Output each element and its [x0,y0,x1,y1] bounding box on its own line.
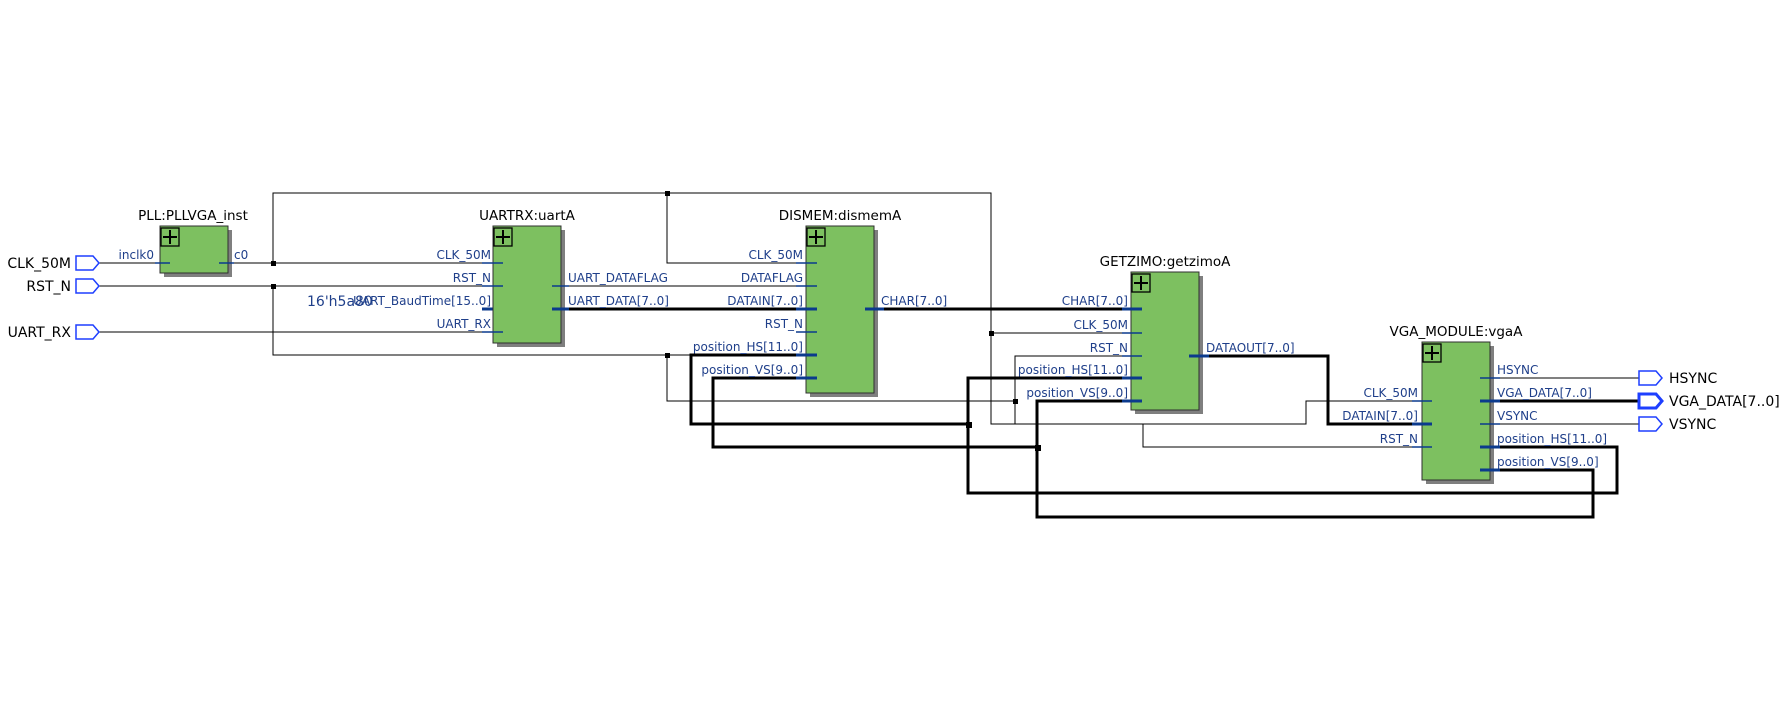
output-port-label: VSYNC [1669,417,1716,433]
input-port-rst-n: RST_N [26,278,100,295]
port-dataflag: UART_DATAFLAG [568,271,668,285]
plus-icon [496,230,510,244]
port-vga-data: VGA_DATA[7..0] [1497,386,1592,400]
port-position-hs: position_HS[11..0] [1497,432,1607,446]
port-baud: UART_BaudTime[15..0] [353,294,491,308]
port-dataout: DATAOUT[7..0] [1206,341,1295,355]
module-title: PLL:PLLVGA_inst [138,208,248,224]
output-port-label: VGA_DATA[7..0] [1669,394,1779,410]
port-inclk0: inclk0 [119,248,154,262]
module-title: GETZIMO:getzimoA [1100,254,1231,270]
port-char: CHAR[7..0] [881,294,947,308]
input-port-clk-50m: CLK_50M [7,255,100,272]
module-dismem[interactable]: DISMEM:dismemA CLK_50M DATAFLAG DATAIN[7… [693,208,947,397]
port-clk: CLK_50M [1073,318,1128,332]
constant-value: 16'h5a80 [307,294,373,310]
module-title: DISMEM:dismemA [779,208,902,224]
port-clk: CLK_50M [1363,386,1418,400]
bus-position-hs [689,353,1619,495]
bus-position-vs [711,376,1595,519]
input-port-uart-rx: UART_RX [8,324,100,341]
port-c0: c0 [234,248,248,262]
wire-vga-clk [990,333,1422,425]
output-port-vga-data: VGA_DATA[7..0] [1491,392,1779,410]
port-data: UART_DATA[7..0] [568,294,669,308]
port-datain: DATAIN[7..0] [727,294,803,308]
module-getzimo[interactable]: GETZIMO:getzimoA CHAR[7..0] CLK_50M RST_… [1018,254,1295,414]
module-title: UARTRX:uartA [479,208,576,224]
input-port-label: RST_N [26,279,71,295]
port-rst: RST_N [453,271,491,285]
module-title: VGA_MODULE:vgaA [1390,324,1524,340]
wires [86,191,1619,519]
output-port-vsync: VSYNC [1491,416,1716,433]
port-char: CHAR[7..0] [1062,294,1128,308]
port-hsync: HSYNC [1497,363,1538,377]
input-port-label: CLK_50M [7,256,71,272]
port-rst: RST_N [1090,341,1128,355]
module-pll[interactable]: PLL:PLLVGA_inst inclk0 c0 [119,208,249,277]
port-rst: RST_N [765,317,803,331]
output-port-label: HSYNC [1669,371,1717,387]
output-port-hsync: HSYNC [1491,370,1717,387]
port-position-hs: position_HS[11..0] [1018,363,1128,377]
module-uartrx[interactable]: UARTRX:uartA CLK_50M RST_N UART_BaudTime… [353,208,669,347]
wire-clk-net [230,192,1131,334]
port-dataflag: DATAFLAG [741,271,803,285]
input-port-label: UART_RX [8,325,72,341]
plus-icon [163,230,177,244]
port-clk: CLK_50M [748,248,803,262]
port-position-vs: position_VS[9..0] [1026,386,1128,400]
plus-icon [1425,346,1439,360]
port-position-vs: position_VS[9..0] [701,363,803,377]
bus-dataout [1199,354,1422,426]
module-vga[interactable]: VGA_MODULE:vgaA CLK_50M DATAIN[7..0] RST… [1342,324,1607,484]
port-position-vs: position_VS[9..0] [1497,455,1599,469]
port-rx: UART_RX [437,317,491,331]
port-datain: DATAIN[7..0] [1342,409,1418,423]
port-clk: CLK_50M [436,248,491,262]
port-vsync: VSYNC [1497,409,1538,423]
port-position-hs: position_HS[11..0] [693,340,803,354]
plus-icon [809,230,823,244]
port-rst: RST_N [1380,432,1418,446]
plus-icon [1134,276,1148,290]
